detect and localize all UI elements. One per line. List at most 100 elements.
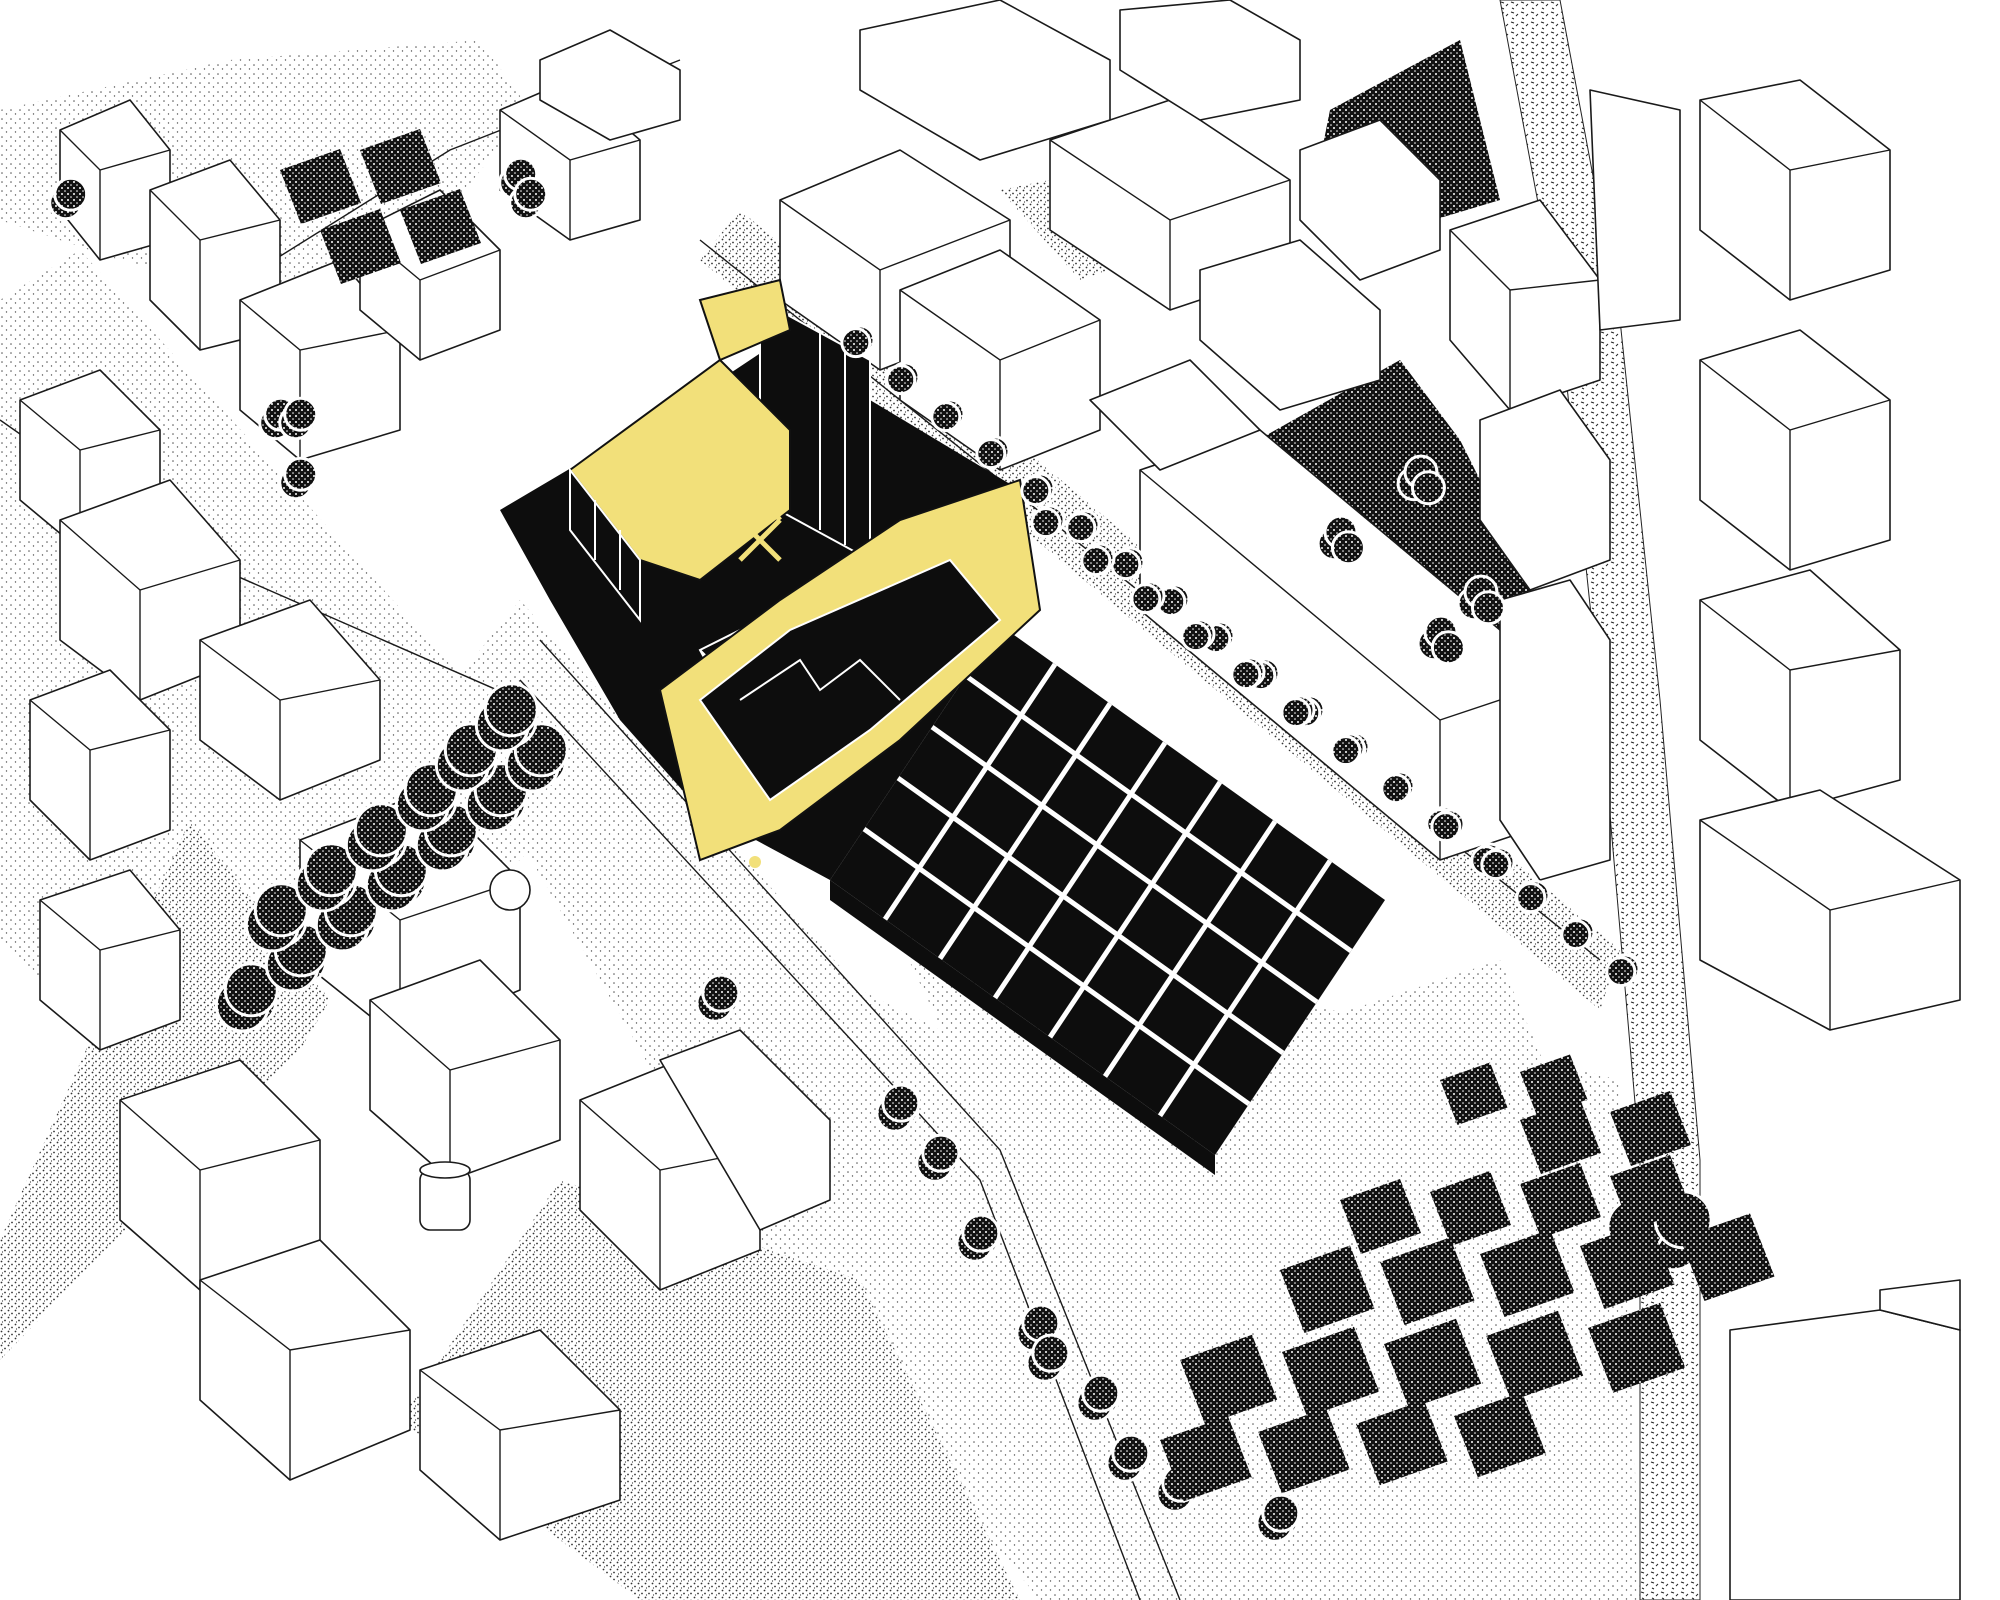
tree: [1515, 882, 1547, 914]
planting-bed: [1610, 1155, 1691, 1230]
tree: [283, 396, 319, 432]
building: [369, 959, 561, 1181]
planting-bed: [1380, 1237, 1475, 1325]
tree: [885, 364, 917, 396]
cylinder-tower-top: [419, 1161, 471, 1179]
tree: [1480, 849, 1512, 881]
tree: [1330, 530, 1366, 566]
tree: [283, 456, 319, 492]
planting-bed: [1520, 1163, 1601, 1238]
building: [1499, 579, 1611, 881]
tree: [1020, 475, 1052, 507]
planting-bed: [1520, 1099, 1601, 1174]
tree: [975, 438, 1007, 470]
grid-hall: [830, 625, 1385, 1175]
building: [1199, 239, 1381, 411]
planting-bed: [400, 189, 481, 264]
building: [39, 869, 181, 1051]
planting-bed: [1580, 1221, 1675, 1309]
grid-hall-roof: [830, 625, 1385, 1155]
planting-bed: [1480, 1229, 1575, 1317]
tree: [1280, 697, 1312, 729]
tree: [1605, 956, 1637, 988]
building: [1699, 569, 1901, 811]
street-edge-3: [519, 679, 1141, 1600]
tree: [353, 802, 409, 858]
grid-hall-mullions: [862, 662, 1353, 1118]
mullion: [992, 741, 1168, 1000]
planting-bed: [1340, 1179, 1421, 1254]
tree: [840, 327, 872, 359]
tree: [1430, 811, 1462, 843]
tree: [1230, 659, 1262, 691]
mullion: [937, 702, 1113, 960]
planting-bed: [1384, 1318, 1482, 1409]
planting-bed: [1356, 1400, 1448, 1486]
cross-bracing: [738, 468, 782, 562]
mullion: [964, 673, 1353, 954]
tree: [881, 1083, 921, 1123]
tree: [1470, 590, 1506, 626]
tree: [1430, 630, 1466, 666]
building: [29, 669, 171, 861]
tree: [1081, 1373, 1121, 1413]
yellow-roof-north: [698, 278, 792, 362]
building: [1089, 359, 1261, 471]
tree: [701, 973, 741, 1013]
planting-bed: [320, 209, 401, 284]
mullion: [1102, 820, 1278, 1078]
tree: [1030, 507, 1062, 539]
tree: [961, 1213, 1001, 1253]
planting-bed: [1180, 1334, 1278, 1425]
building: [1699, 329, 1891, 571]
building: [1449, 199, 1601, 411]
planting-bed: [1610, 1091, 1691, 1166]
tree: [1111, 1433, 1151, 1473]
building: [1699, 79, 1891, 301]
planting-bed: [1440, 1062, 1508, 1125]
building: [419, 1329, 621, 1541]
mullion: [930, 724, 1319, 1005]
building: [199, 1239, 411, 1481]
tree: [1110, 549, 1142, 581]
tree: [253, 882, 309, 938]
building: [1729, 1309, 1961, 1600]
tree: [513, 176, 549, 212]
cylinder-tower: [419, 1169, 471, 1231]
tree: [223, 962, 279, 1018]
building: [1299, 119, 1441, 281]
mullion: [1157, 859, 1333, 1118]
tree: [1180, 621, 1212, 653]
planting-bed: [1280, 1245, 1375, 1333]
tree: [53, 176, 89, 212]
building: [659, 1029, 831, 1231]
tree: [921, 1133, 961, 1173]
tree: [1410, 470, 1446, 506]
planting-beds: [280, 129, 1775, 1502]
tree: [1065, 512, 1097, 544]
planting-bed: [1282, 1326, 1380, 1417]
planting-bed: [360, 129, 441, 204]
tree: [1031, 1333, 1071, 1373]
mullion: [882, 662, 1058, 921]
building: [1479, 389, 1611, 591]
building: [859, 0, 1111, 161]
yellow-facade: [569, 467, 641, 623]
tree: [930, 401, 962, 433]
planting-bed: [1486, 1310, 1584, 1401]
planting-bed: [1680, 1213, 1775, 1301]
planting-bed: [1430, 1171, 1511, 1246]
tree: [1560, 919, 1592, 951]
entrance-marker: [749, 856, 761, 868]
inner-hall: [698, 558, 1002, 802]
tree: [1380, 773, 1412, 805]
tree: [1261, 1493, 1301, 1533]
planting-bed: [1454, 1392, 1546, 1478]
planting-bed: [1160, 1416, 1252, 1502]
planting-bed: [1258, 1408, 1350, 1494]
mullion: [1047, 780, 1223, 1039]
tree: [483, 682, 539, 738]
building: [1589, 89, 1681, 331]
building: [199, 599, 381, 801]
